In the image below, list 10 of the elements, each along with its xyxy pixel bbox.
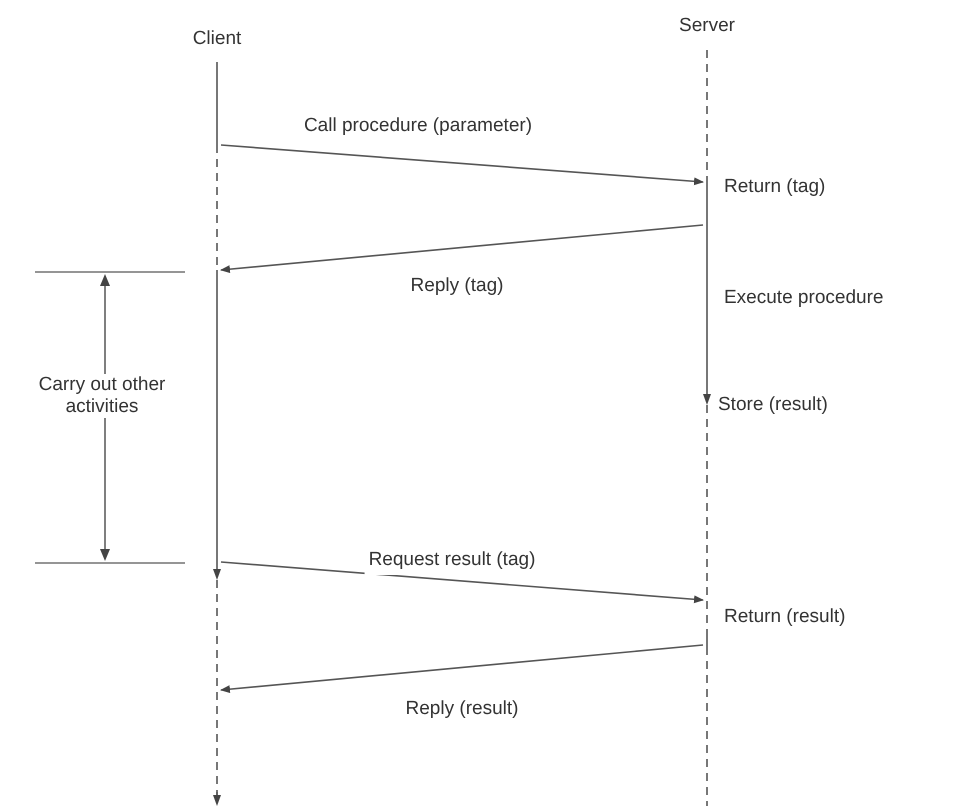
step-label: Execute procedure <box>724 287 884 309</box>
arrow <box>220 644 704 694</box>
arrow <box>220 224 704 274</box>
step-label: Return (result) <box>724 606 846 628</box>
lifeline-title: Client <box>192 27 242 51</box>
step-label: Store (result) <box>718 394 828 416</box>
arrow <box>220 561 704 604</box>
step-label: Return (tag) <box>724 176 826 198</box>
arrow <box>220 144 704 186</box>
lifeline-title: Server <box>679 14 735 38</box>
